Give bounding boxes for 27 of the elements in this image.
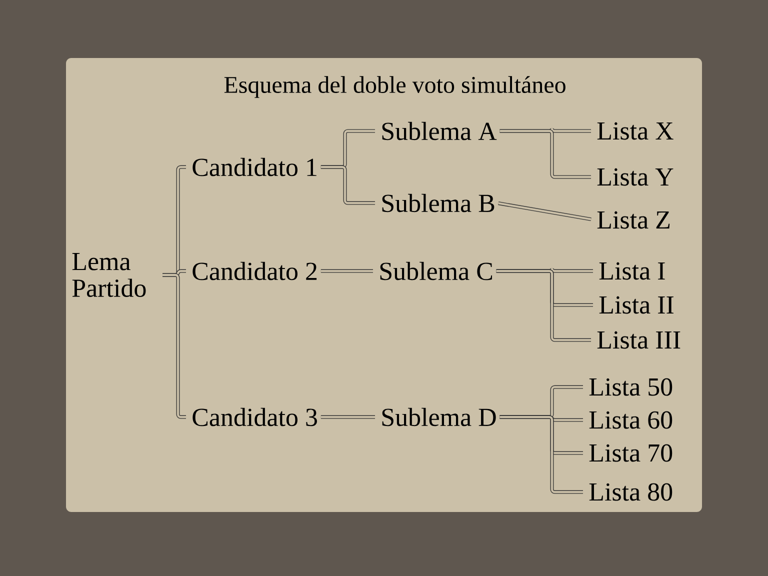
candidate-label: Candidato 2: [192, 262, 317, 280]
candidate-label: Candidato 1: [192, 158, 316, 176]
connector-line: [162, 273, 186, 419]
list-label: Lista I: [599, 262, 665, 280]
connector-line: [496, 269, 591, 342]
list-label: Lista 70: [589, 444, 672, 462]
list-label: Lista II: [599, 296, 674, 314]
title: Esquema del doble voto simultáneo: [224, 76, 566, 98]
candidate-label: Candidato 3: [192, 408, 317, 426]
connector-line: [320, 415, 375, 419]
list-label: Lista Z: [597, 211, 670, 229]
list-label: Lista Y: [597, 168, 674, 186]
connector-line: [500, 415, 583, 494]
sublema-label: Sublema A: [382, 122, 497, 140]
sublema-label: Sublema C: [380, 262, 492, 280]
list-label: Lista 60: [589, 411, 672, 429]
party-label: Lema Partido: [72, 253, 146, 297]
sublema-label: Sublema D: [382, 408, 496, 426]
list-label: Lista III: [597, 331, 680, 349]
sublema-label: Sublema B: [382, 194, 494, 212]
connector-line: [320, 269, 373, 273]
list-label: Lista 50: [589, 378, 672, 396]
list-label: Lista 80: [589, 483, 672, 501]
connector-line: [320, 165, 375, 205]
list-label: Lista X: [597, 122, 674, 140]
connector-line: [500, 129, 591, 179]
connector-line: [498, 202, 592, 222]
